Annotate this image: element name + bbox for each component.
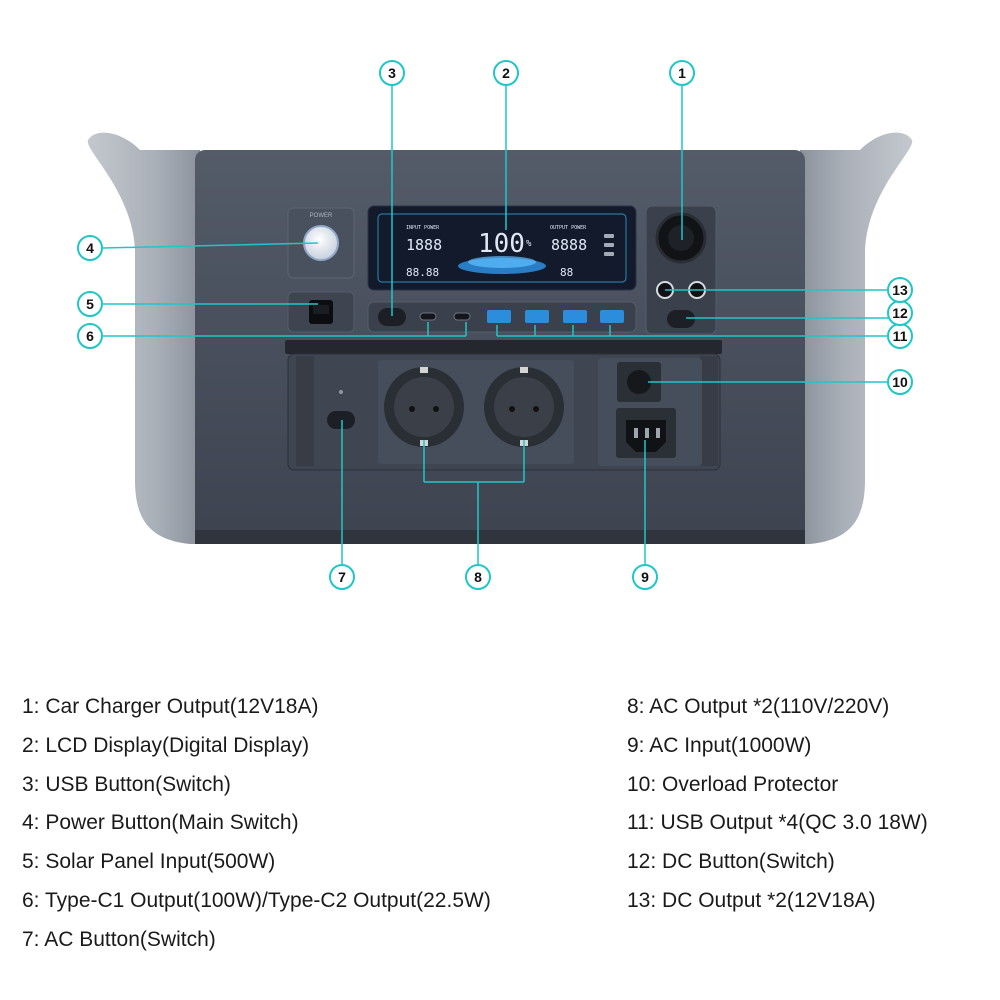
svg-text:1: 1 [678,65,686,81]
lcd-input-label: INPUT POWER [406,225,440,231]
legend-item-12: 12: DC Button(Switch) [627,850,835,874]
ac-outlet-2[interactable] [484,367,564,447]
lcd-temp-value: 88 [560,266,573,279]
callout-4: 4 [77,235,103,261]
right-end-cap [800,132,913,544]
svg-text:2: 2 [502,65,510,81]
left-end-cap [87,132,200,544]
callout-13: 13 [887,277,913,303]
callout-3: 3 [379,60,405,86]
legend-item-13: 13: DC Output *2(12V18A) [627,888,876,912]
lcd-battery-percent: 100 [478,229,525,259]
device-diagram: POWER INPUT POWER OUTPUT POWER 1888 8888… [77,60,913,590]
usb-a-port-2[interactable] [525,310,549,323]
callout-12: 12 [887,300,913,326]
legend-item-3: 3: USB Button(Switch) [22,772,231,796]
cover-hinge [285,340,722,354]
legend-item-5: 5: Solar Panel Input(500W) [22,850,276,874]
type-c1-port[interactable] [419,312,437,321]
svg-text:13: 13 [892,282,908,298]
svg-text:8: 8 [474,569,482,585]
legend-item-4: 4: Power Button(Main Switch) [22,811,299,835]
svg-text:7: 7 [338,569,346,585]
svg-text:4: 4 [86,240,94,256]
legend-item-7: 7: AC Button(Switch) [22,927,216,951]
legend-item-1: 1: Car Charger Output(12V18A) [22,695,319,718]
usb-port-strip [367,301,637,333]
power-label: POWER [310,213,333,219]
svg-text:5: 5 [86,296,94,312]
legend-item-2: 2: LCD Display(Digital Display) [22,733,310,757]
legend-item-9: 9: AC Input(1000W) [627,733,812,757]
ac-panel [287,353,721,471]
lcd-timer-value: 88.88 [406,266,439,279]
legend-left-column: 1: Car Charger Output(12V18A) 2: LCD Dis… [22,688,491,960]
callout-6: 6 [77,323,103,349]
svg-text:11: 11 [893,328,908,344]
legend-item-10: 10: Overload Protector [627,772,839,796]
dc-panel [645,205,717,335]
type-c2-port[interactable] [453,312,471,321]
usb-a-port-1[interactable] [487,310,511,323]
lcd-input-value: 1888 [406,236,442,254]
usb-a-port-4[interactable] [600,310,624,323]
callout-8: 8 [465,564,491,590]
ac-outlet-1[interactable] [384,367,464,447]
svg-text:9: 9 [641,569,649,585]
dc-button[interactable] [667,310,695,328]
callout-7: 7 [329,564,355,590]
legend-right-column: 8: AC Output *2(110V/220V) 9: AC Input(1… [627,688,928,921]
legend-item-11: 11: USB Output *4(QC 3.0 18W) [627,811,928,835]
callout-11: 11 [887,323,913,349]
svg-text:6: 6 [86,328,94,344]
legend-item-8: 8: AC Output *2(110V/220V) [627,695,890,718]
lcd-output-value: 8888 [551,236,587,254]
callout-lines [102,86,899,564]
ac-input-port[interactable] [616,408,676,458]
callout-10: 10 [887,369,913,395]
usb-button[interactable] [378,308,406,326]
usb-a-port-3[interactable] [563,310,587,323]
overload-protector[interactable] [617,362,661,402]
lcd-output-label: OUTPUT POWER [550,225,587,231]
callout-1: 1 [669,60,695,86]
callout-5: 5 [77,291,103,317]
power-button-panel: POWER [287,207,355,279]
legend-item-6: 6: Type-C1 Output(100W)/Type-C2 Output(2… [22,888,491,912]
callout-9: 9 [632,564,658,590]
solar-input-port[interactable] [287,291,355,333]
svg-text:12: 12 [892,305,908,321]
svg-text:10: 10 [892,374,908,390]
callout-2: 2 [493,60,519,86]
ac-button[interactable] [327,411,355,429]
lcd-display: INPUT POWER OUTPUT POWER 1888 8888 100 %… [367,205,637,291]
svg-text:3: 3 [388,65,396,81]
lcd-battery-unit: % [526,239,532,249]
